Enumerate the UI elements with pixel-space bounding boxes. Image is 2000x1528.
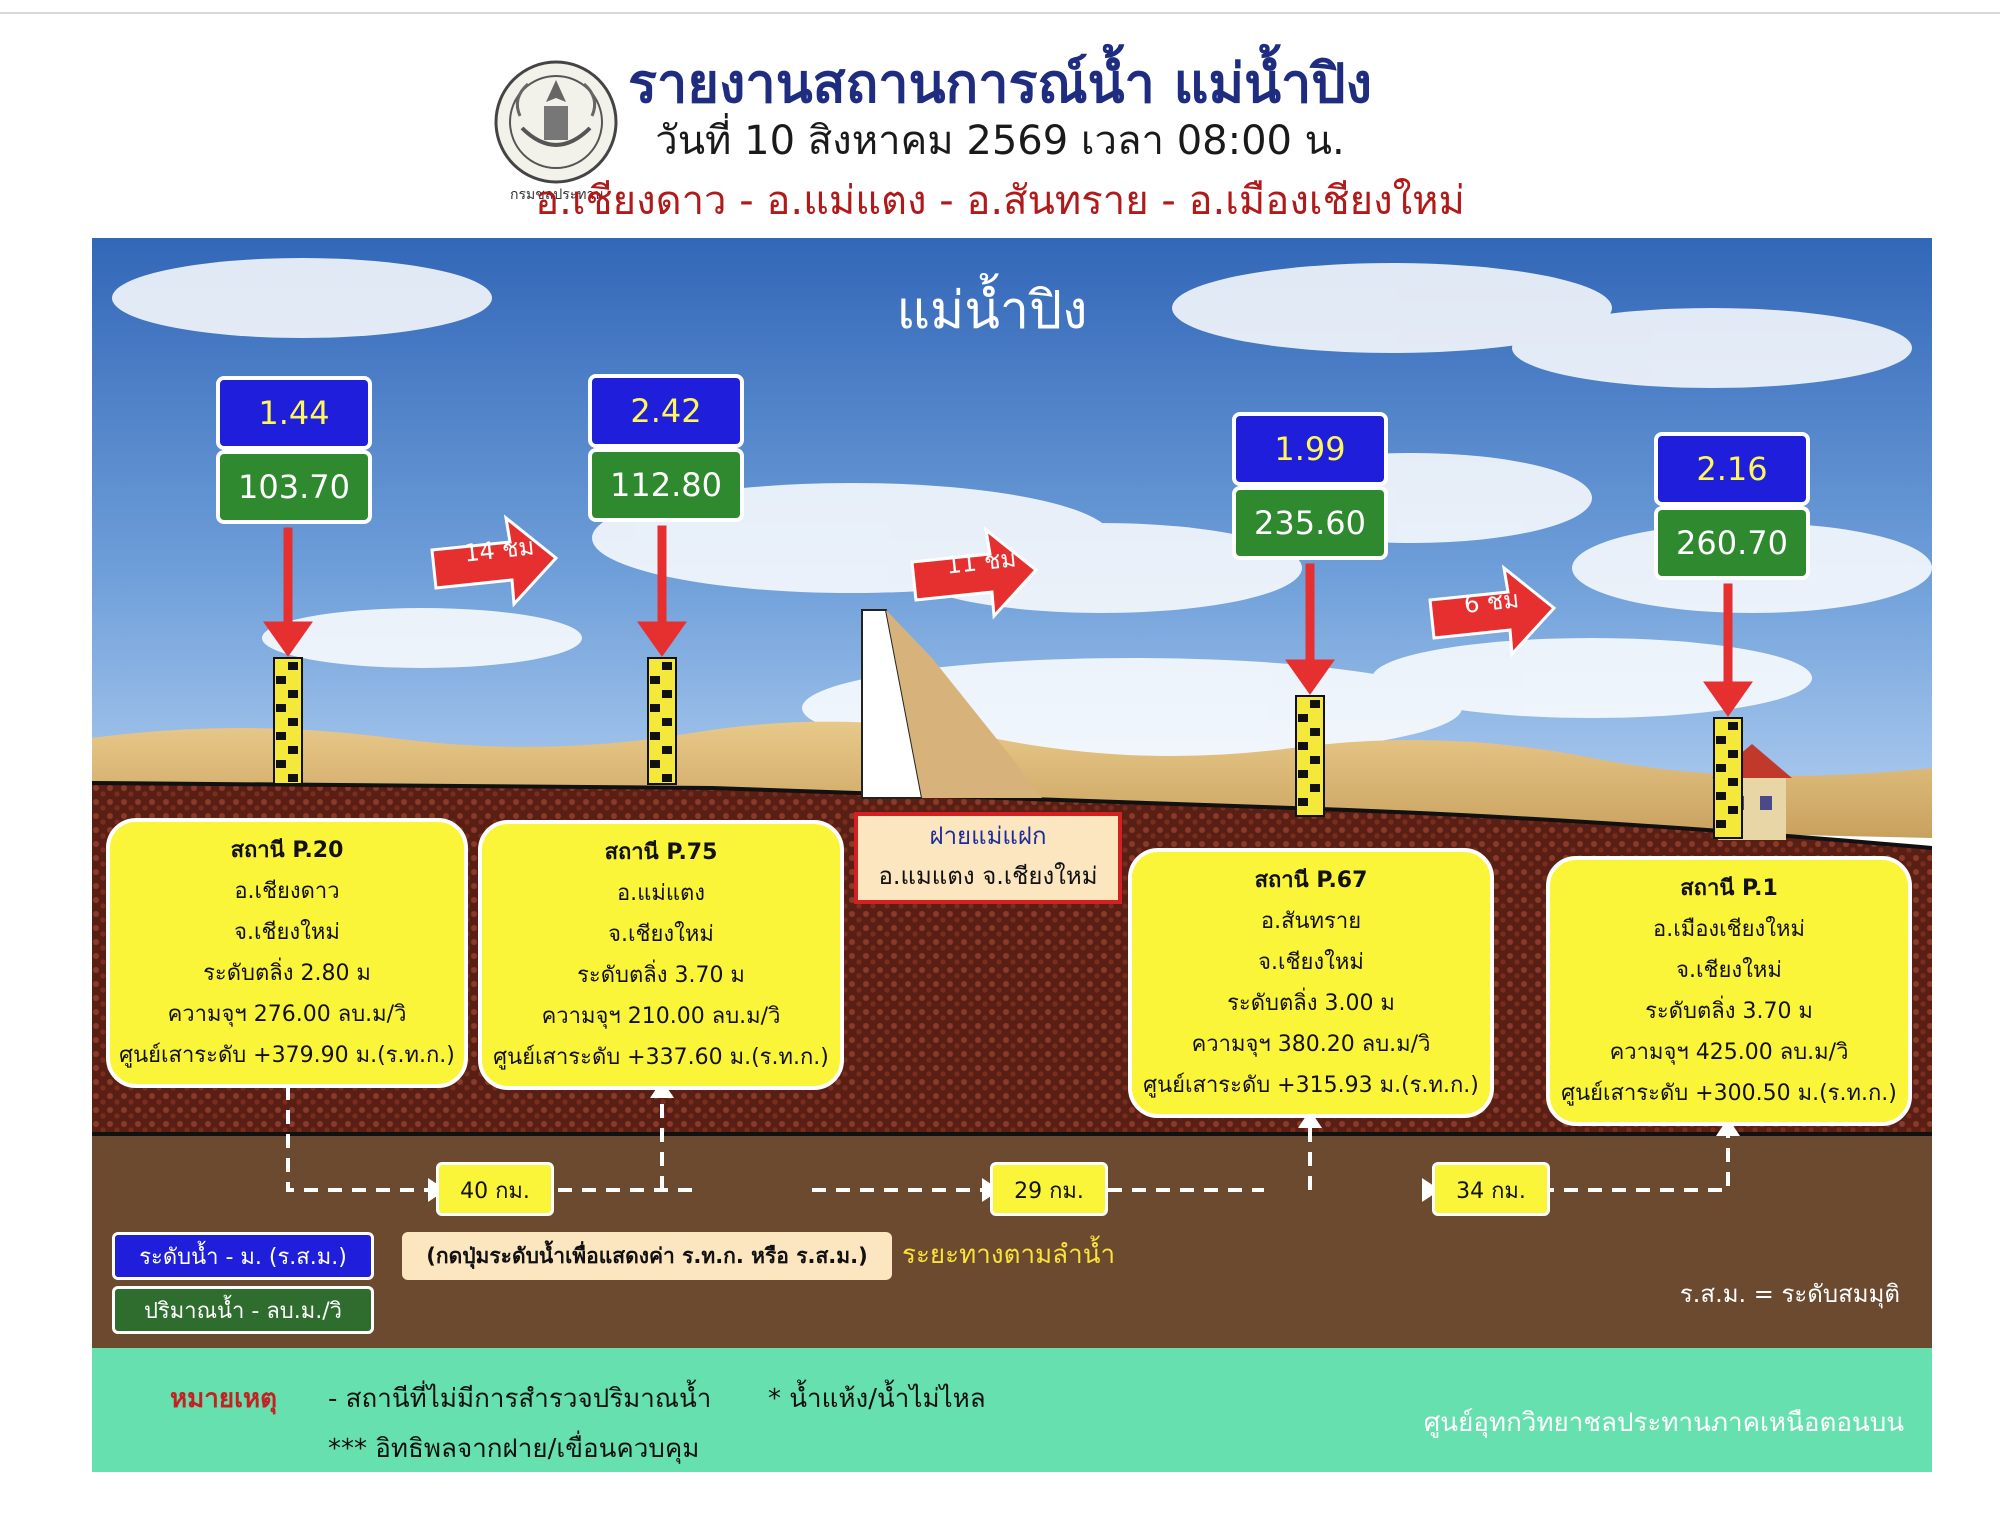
report-date: วันที่ 10 สิงหาคม 2569 เวลา 08:00 น. — [655, 118, 1345, 164]
staff-gauge-icon — [273, 657, 303, 785]
flow-direction-arrow-icon — [910, 526, 1039, 620]
station-p20-level-button[interactable]: 1.44 — [216, 376, 372, 450]
weir-location: อ.แมแตง จ.เชียงใหม่ — [878, 862, 1098, 890]
note-no-survey: - สถานีที่ไม่มีการสำรวจปริมาณน้ำ — [328, 1384, 712, 1414]
station-datum: ศูนย์เสาระดับ +379.90 ม.(ร.ท.ก.) — [119, 1043, 455, 1068]
station-bank-level: ระดับตลิ่ง 3.00 ม — [1227, 991, 1395, 1016]
notes-title: หมายเหตุ — [170, 1384, 278, 1414]
legend-flow: ปริมาณน้ำ - ลบ.ม./วิ — [112, 1286, 374, 1334]
station-name: สถานี P.75 — [604, 840, 718, 865]
distance-label: 34 กม. — [1432, 1162, 1550, 1216]
river-name: แม่น้ำปิง — [896, 281, 1088, 341]
station-name: สถานี P.1 — [1680, 876, 1778, 901]
staff-gauge-icon — [1713, 717, 1743, 839]
station-capacity: ความจุฯ 425.00 ลบ.ม/วิ — [1609, 1040, 1849, 1065]
station-p75-level-button[interactable]: 2.42 — [588, 374, 744, 448]
station-pointer-arrow-icon — [263, 527, 313, 657]
top-divider — [0, 12, 2000, 14]
staff-gauge-icon — [1295, 695, 1325, 817]
station-province: จ.เชียงใหม่ — [1258, 950, 1364, 975]
station-province: จ.เชียงใหม่ — [608, 922, 714, 947]
travel-time-label: 6 ชม — [1462, 585, 1521, 619]
distance-along-river-label: ระยะทางตามลำน้ำ — [902, 1240, 1116, 1270]
station-bank-level: ระดับตลิ่ง 3.70 ม — [1645, 999, 1813, 1024]
station-p75-flow: 112.80 — [588, 448, 744, 522]
station-datum: ศูนย์เสาระดับ +337.60 ม.(ร.ท.ก.) — [493, 1045, 829, 1070]
note-dry: * น้ำแห้ง/น้ำไม่ไหล — [768, 1384, 986, 1414]
distance-label: 29 กม. — [990, 1162, 1108, 1216]
weir-name: ฝายแม่แฝก — [929, 822, 1047, 850]
station-datum: ศูนย์เสาระดับ +300.50 ม.(ร.ท.ก.) — [1561, 1081, 1897, 1106]
travel-time-label: 11 ชม — [944, 544, 1018, 580]
station-name: สถานี P.20 — [230, 838, 344, 863]
station-pointer-arrow-icon — [637, 525, 687, 657]
station-capacity: ความจุฯ 210.00 ลบ.ม/วิ — [541, 1004, 781, 1029]
toggle-hint: (กดปุ่มระดับน้ำเพื่อแสดงค่า ร.ท.ก. หรือ … — [402, 1232, 892, 1280]
station-info-p67: สถานี P.67 อ.สันทราย จ.เชียงใหม่ ระดับตล… — [1128, 848, 1494, 1118]
station-info-p75: สถานี P.75 อ.แม่แตง จ.เชียงใหม่ ระดับตลิ… — [478, 820, 844, 1090]
weir-label: ฝายแม่แฝก อ.แมแตง จ.เชียงใหม่ — [854, 812, 1122, 904]
flow-direction-arrow-icon — [430, 514, 559, 608]
station-province: จ.เชียงใหม่ — [234, 920, 340, 945]
note-weir-influence: *** อิทธิพลจากฝาย/เขื่อนควบคุม — [328, 1434, 700, 1464]
station-p1-level-button[interactable]: 2.16 — [1654, 432, 1810, 506]
river-diagram: แม่น้ำปิง 1.44 103.70 2.42 112.80 1.99 2… — [92, 238, 1932, 1348]
station-bank-level: ระดับตลิ่ง 3.70 ม — [577, 963, 745, 988]
station-bank-level: ระดับตลิ่ง 2.80 ม — [203, 961, 371, 986]
flow-direction-arrow-icon — [1428, 564, 1557, 658]
station-district: อ.สันทราย — [1260, 909, 1362, 934]
station-p1-flow: 260.70 — [1654, 506, 1810, 580]
seal-caption: กรมชลประทาน — [510, 187, 604, 203]
station-p20-flow: 103.70 — [216, 450, 372, 524]
station-info-p20: สถานี P.20 อ.เชียงดาว จ.เชียงใหม่ ระดับต… — [106, 818, 468, 1088]
station-p67-level-button[interactable]: 1.99 — [1232, 412, 1388, 486]
station-district: อ.เมืองเชียงใหม่ — [1652, 917, 1805, 942]
legend-level-button[interactable]: ระดับน้ำ - ม. (ร.ส.ม.) — [112, 1232, 374, 1280]
station-pointer-arrow-icon — [1703, 583, 1753, 717]
station-district: อ.เชียงดาว — [234, 879, 340, 904]
abbreviation-note: ร.ส.ม. = ระดับสมมุติ — [1679, 1280, 1900, 1308]
station-p67-flow: 235.60 — [1232, 486, 1388, 560]
distance-label: 40 กม. — [436, 1162, 554, 1216]
royal-irrigation-seal-icon — [494, 60, 618, 184]
page-title: รายงานสถานการณ์น้ำ แม่น้ำปิง — [628, 52, 1372, 115]
station-datum: ศูนย์เสาระดับ +315.93 ม.(ร.ท.ก.) — [1143, 1073, 1479, 1098]
station-province: จ.เชียงใหม่ — [1676, 958, 1782, 983]
staff-gauge-icon — [647, 657, 677, 785]
station-pointer-arrow-icon — [1285, 563, 1335, 695]
agency-name: ศูนย์อุทกวิทยาชลประทานภาคเหนือตอนบน — [1423, 1408, 1904, 1438]
station-capacity: ความจุฯ 380.20 ลบ.ม/วิ — [1191, 1032, 1431, 1057]
travel-time-label: 14 ชม — [462, 532, 536, 568]
station-info-p1: สถานี P.1 อ.เมืองเชียงใหม่ จ.เชียงใหม่ ร… — [1546, 856, 1912, 1126]
station-name: สถานี P.67 — [1254, 868, 1368, 893]
station-capacity: ความจุฯ 276.00 ลบ.ม/วิ — [167, 1002, 407, 1027]
notes-footer: หมายเหตุ - สถานีที่ไม่มีการสำรวจปริมาณน้… — [92, 1348, 1932, 1472]
district-list: อ.เชียงดาว - อ.แม่แตง - อ.สันทราย - อ.เม… — [535, 178, 1465, 224]
station-district: อ.แม่แตง — [616, 881, 706, 906]
